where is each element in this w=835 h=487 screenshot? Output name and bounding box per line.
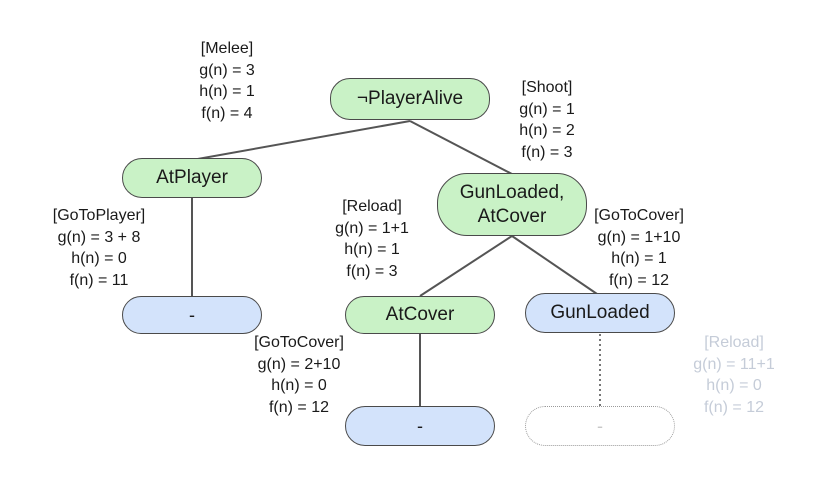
label-shoot-f: f(n) = 3 bbox=[521, 143, 573, 161]
label-shoot: [Shoot] g(n) = 1 h(n) = 2 f(n) = 3 bbox=[519, 77, 575, 163]
label-go-to-cover-right-h: h(n) = 1 bbox=[611, 250, 667, 267]
edge-root-atplayer bbox=[191, 120, 411, 161]
label-reload-faded: [Reload] g(n) = 11+1 h(n) = 0 f(n) = 12 bbox=[693, 332, 775, 418]
label-reload-faded-g: g(n) = 11+1 bbox=[693, 355, 775, 373]
label-go-to-player-g: g(n) = 3 + 8 bbox=[57, 228, 141, 246]
node-at-player: AtPlayer bbox=[122, 158, 262, 198]
label-shoot-h: h(n) = 2 bbox=[519, 122, 575, 139]
label-go-to-player-f: f(n) = 11 bbox=[69, 271, 129, 289]
label-go-to-cover-bottom: [GoToCover] g(n) = 2+10 h(n) = 0 f(n) = … bbox=[254, 332, 344, 418]
label-shoot-g: g(n) = 1 bbox=[519, 100, 575, 118]
label-reload: [Reload] g(n) = 1+1 h(n) = 1 f(n) = 3 bbox=[335, 196, 409, 282]
label-reload-g: g(n) = 1+1 bbox=[335, 219, 409, 237]
label-melee-action: [Melee] bbox=[200, 40, 254, 57]
label-go-to-cover-right-action: [GoToCover] bbox=[594, 207, 684, 224]
node-at-cover: AtCover bbox=[345, 296, 495, 334]
label-melee-g: g(n) = 3 bbox=[199, 61, 255, 79]
label-shoot-action: [Shoot] bbox=[521, 79, 573, 96]
label-reload-action: [Reload] bbox=[342, 198, 402, 215]
label-reload-f: f(n) = 3 bbox=[346, 262, 398, 280]
label-go-to-cover-bottom-h: h(n) = 0 bbox=[271, 377, 327, 394]
label-go-to-cover-bottom-g: g(n) = 2+10 bbox=[257, 355, 341, 373]
node-leaf-mid: - bbox=[345, 406, 495, 446]
node-gunloaded-atcover-line1: GunLoaded, bbox=[459, 181, 565, 203]
label-go-to-player: [GoToPlayer] g(n) = 3 + 8 h(n) = 0 f(n) … bbox=[53, 205, 145, 291]
node-player-not-alive: ¬PlayerAlive bbox=[330, 78, 490, 120]
node-leaf-left: - bbox=[122, 296, 262, 334]
edge-gunloaded-atcover-atcover bbox=[419, 235, 513, 297]
label-go-to-cover-bottom-action: [GoToCover] bbox=[254, 334, 344, 351]
label-reload-faded-action: [Reload] bbox=[704, 334, 764, 351]
label-go-to-cover-right: [GoToCover] g(n) = 1+10 h(n) = 1 f(n) = … bbox=[594, 205, 684, 291]
edge-root-gunloaded-atcover bbox=[409, 120, 513, 175]
label-melee-h: h(n) = 1 bbox=[199, 83, 255, 100]
label-go-to-player-action: [GoToPlayer] bbox=[52, 207, 146, 224]
node-leaf-ghost: - bbox=[525, 406, 675, 446]
node-gun-loaded: GunLoaded bbox=[525, 293, 675, 333]
label-go-to-cover-right-g: g(n) = 1+10 bbox=[597, 228, 681, 246]
label-melee: [Melee] g(n) = 3 h(n) = 1 f(n) = 4 bbox=[199, 38, 255, 124]
label-go-to-player-h: h(n) = 0 bbox=[71, 250, 127, 267]
edge-gunloaded-atcover-gunloaded bbox=[511, 235, 601, 297]
label-reload-h: h(n) = 1 bbox=[344, 241, 400, 258]
label-go-to-cover-bottom-f: f(n) = 12 bbox=[268, 398, 330, 416]
label-reload-faded-h: h(n) = 0 bbox=[706, 377, 762, 394]
node-gunloaded-atcover-line2: AtCover bbox=[477, 205, 547, 227]
label-reload-faded-f: f(n) = 12 bbox=[703, 398, 765, 416]
label-melee-f: f(n) = 4 bbox=[201, 104, 253, 122]
label-go-to-cover-right-f: f(n) = 12 bbox=[608, 271, 670, 289]
node-gunloaded-atcover: GunLoaded, AtCover bbox=[437, 173, 587, 236]
